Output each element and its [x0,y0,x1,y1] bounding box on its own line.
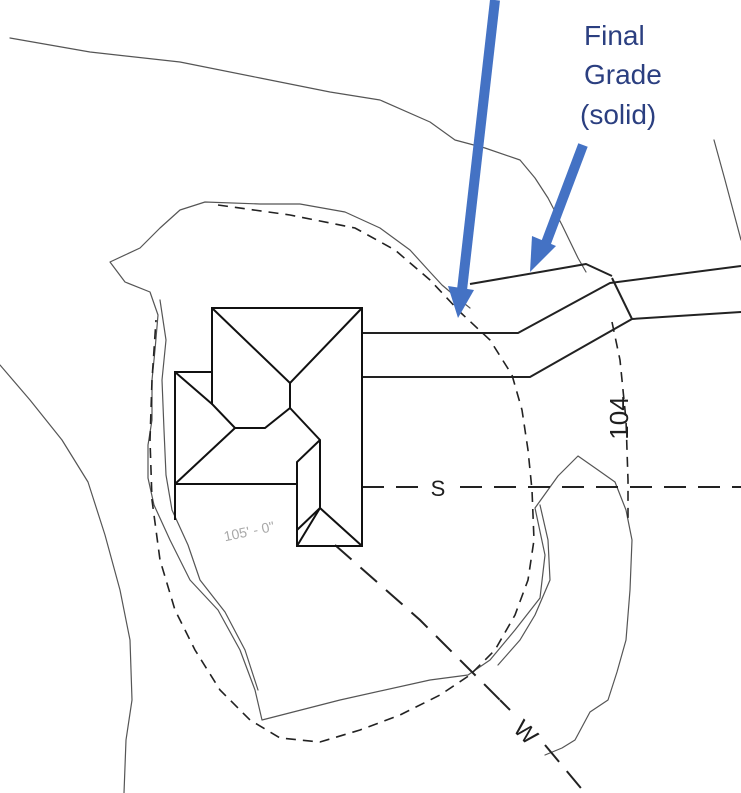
property-line-left [0,364,133,793]
water-line [334,544,586,793]
sewer-label-bg [425,475,451,499]
grade-outline-east [497,504,551,666]
property-line-top [9,37,587,273]
contour-label: 104 [604,396,634,439]
final-grade-line [469,263,613,285]
grade-outline-inner [159,299,259,691]
contour-104 [611,321,629,520]
water-label: W [508,715,543,750]
driveway-bottom-edge [362,311,741,378]
grade-outline [109,201,633,756]
annotation-line-3: (solid) [580,99,656,130]
water-line-segment [499,699,511,711]
driveway-joint [611,277,633,320]
annotation-line-2: Grade [584,59,662,90]
building-roof [174,307,363,547]
annotation-line-1: Final [584,20,645,51]
driveway-top-edge [362,265,741,334]
existing-grade-dashed [149,204,535,743]
sewer-label: S [431,476,446,501]
property-line-right [713,139,741,241]
elevation-label: 105' - 0" [222,518,275,544]
arrow-final-grade [530,143,588,272]
arrow-existing-grade [448,0,500,318]
